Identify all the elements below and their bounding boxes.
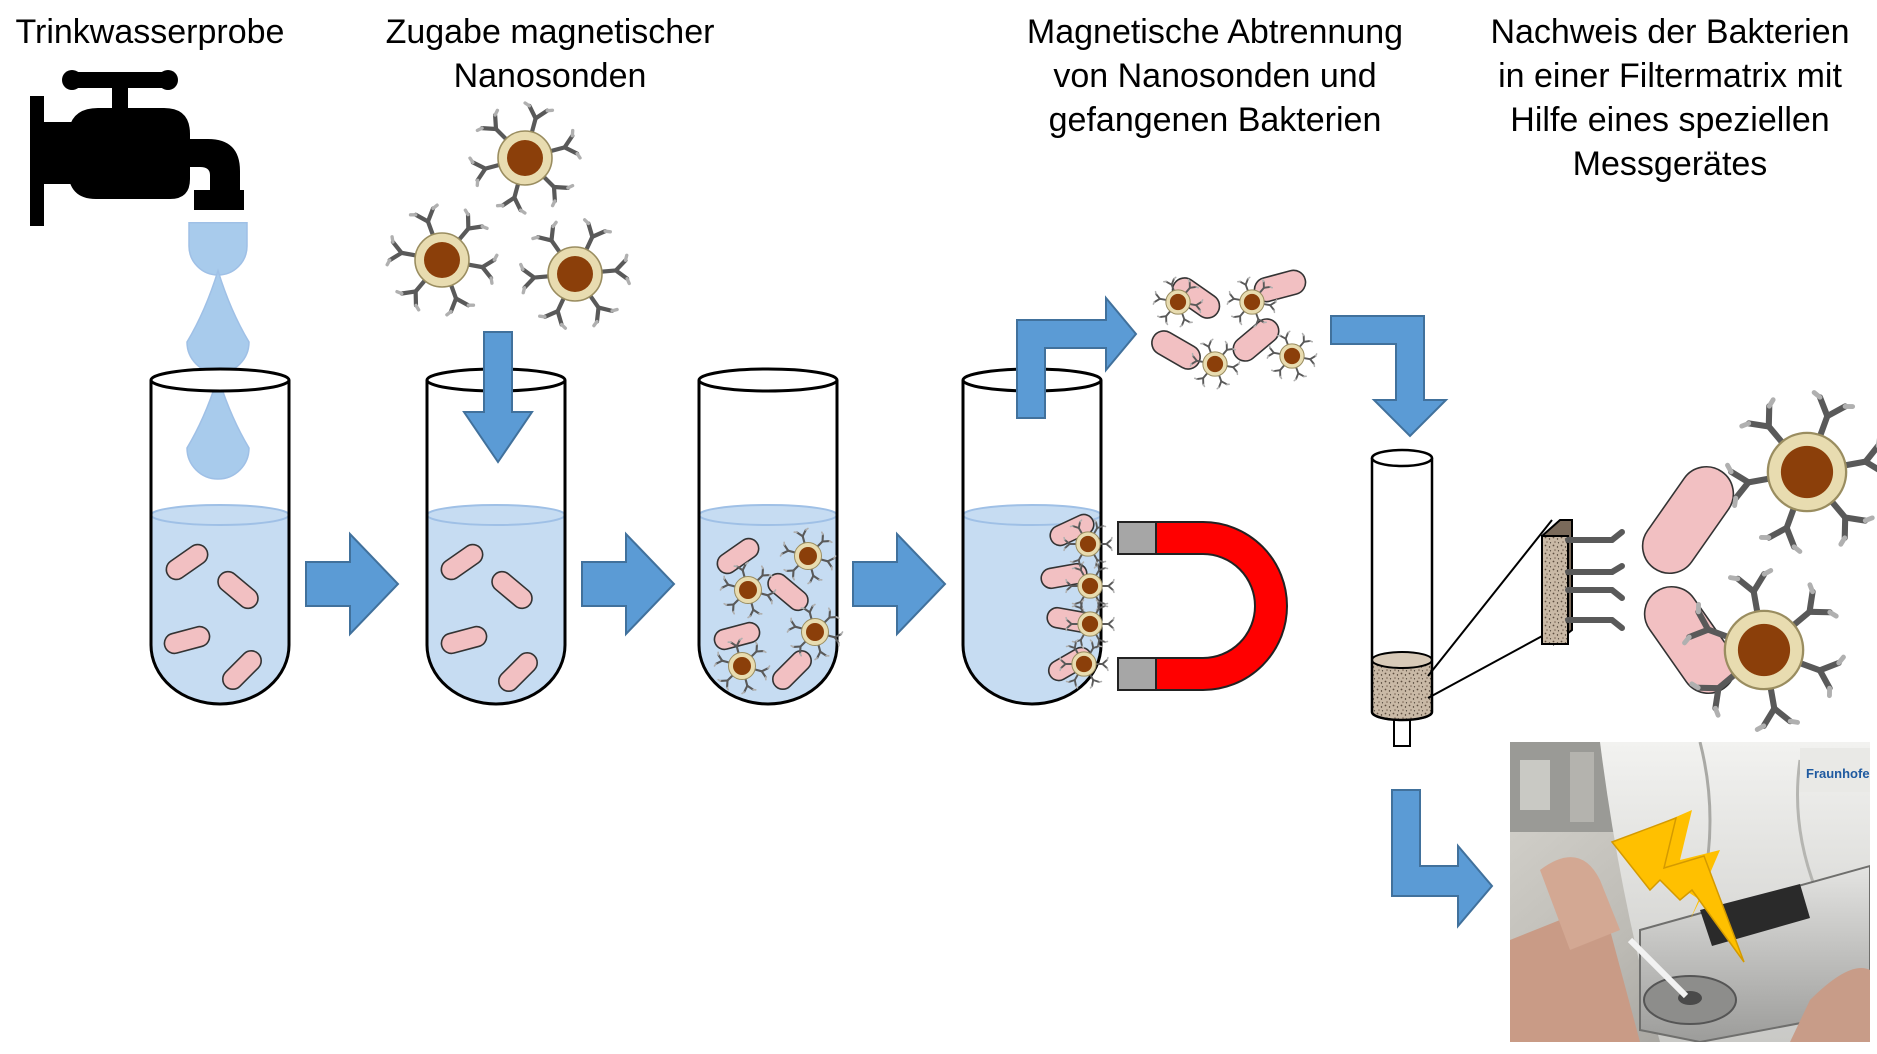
bacterium: [440, 625, 488, 655]
nanoprobe: [385, 203, 499, 317]
tube-rim: [149, 367, 291, 393]
nanoprobe: [786, 603, 844, 661]
tube-rim: [697, 367, 839, 393]
magnet-pole: [1117, 657, 1157, 691]
filter-column-in-photo: [1627, 937, 1689, 999]
caption-water-sample: Trinkwasserprobe: [0, 10, 300, 54]
tube-water: [151, 505, 289, 704]
water-drop-3: [186, 374, 250, 480]
tube-wall: [425, 380, 567, 706]
bacterium: [1040, 562, 1088, 590]
nanoprobe: [779, 527, 837, 585]
lightning-icon: [1610, 816, 1745, 963]
caption-line: gefangenen Bakterien: [1048, 101, 1382, 139]
water-drop-2: [186, 268, 250, 374]
bacterium: [491, 570, 533, 610]
caption-line: Zugabe magnetischer: [385, 13, 715, 51]
nanoprobe: [468, 101, 582, 215]
caption-detection: Nachweis der Bakterien in einer Filterma…: [1460, 10, 1877, 186]
bacterium: [222, 650, 262, 690]
caption-line: Nachweis der Bakterien: [1490, 13, 1850, 51]
magnet-pole: [1117, 521, 1157, 555]
caption-line: Nanosonden: [453, 57, 647, 95]
nanoprobe-large: [1725, 390, 1877, 554]
caption-add-nanoprobes: Zugabe magnetischer Nanosonden: [340, 10, 760, 98]
caption-line: Magnetische Abtrennung: [1026, 13, 1404, 51]
nanoprobe: [1226, 276, 1278, 328]
to-device-arrow: [1391, 789, 1494, 929]
hand-right: [1790, 968, 1870, 1042]
tube-water: [427, 505, 565, 704]
bacterium: [217, 570, 259, 610]
bacterium: [163, 625, 211, 655]
caption-magnetic-separation: Magnetische Abtrennung von Nanosonden un…: [985, 10, 1445, 142]
caption-line: Hilfe eines speziellen: [1510, 101, 1830, 139]
caption-line: von Nanosonden und: [1053, 57, 1377, 95]
nanoprobe: [719, 561, 777, 619]
magnet-body: [1126, 521, 1288, 691]
filter-column: [1370, 448, 1569, 747]
bacterium: [1232, 318, 1280, 362]
hand-left: [1540, 857, 1620, 950]
fraunhofer-logo: Fraunhofer: [1806, 766, 1875, 781]
antibody-bound: [1609, 563, 1625, 575]
bacterium: [1151, 330, 1201, 370]
add-nanoprobes-arrow: [462, 331, 534, 464]
faucet-icon: [30, 70, 244, 226]
antibody-bound: [1609, 617, 1625, 631]
separation-arrow: [1016, 295, 1138, 419]
nanoprobe: [1152, 276, 1204, 328]
nanoprobe: [519, 218, 631, 330]
caption-line: Messgerätes: [1572, 145, 1768, 183]
tube-wall: [149, 380, 291, 706]
antibody-bound: [1609, 587, 1625, 601]
caption-line: Trinkwasserprobe: [15, 13, 285, 51]
bacterium: [440, 543, 484, 581]
test-tube-3: [697, 367, 839, 706]
bacterium: [713, 621, 761, 651]
process-arrow-3: [852, 531, 947, 637]
bacterium: [498, 652, 538, 692]
tube-water: [699, 505, 837, 704]
bacterium: [165, 543, 209, 581]
water-drop-1: [188, 222, 248, 276]
nanoprobe: [713, 637, 771, 695]
process-arrow-1: [305, 531, 400, 637]
nanoprobe: [1059, 639, 1109, 689]
bacterium-large: [1643, 585, 1737, 695]
caption-line: in einer Filtermatrix mit: [1498, 57, 1842, 95]
bacterium: [772, 650, 812, 690]
nanoprobe: [1189, 338, 1241, 390]
nanoprobe: [1266, 330, 1318, 382]
nanoprobe-large: [1682, 568, 1846, 732]
bacterium: [1049, 513, 1095, 547]
filter-matrix-zoom: [1540, 519, 1625, 646]
bacterium: [716, 537, 760, 575]
process-arrow-2: [581, 531, 676, 637]
hand-left: [1510, 912, 1640, 1042]
to-filter-arrow: [1330, 315, 1449, 438]
magnet-icon: [1117, 521, 1288, 691]
nanoprobe: [1063, 519, 1113, 569]
bacterium-large: [1641, 465, 1735, 575]
tube-wall: [697, 380, 839, 706]
bacterium: [767, 572, 809, 612]
antibody-bound: [1609, 529, 1625, 543]
